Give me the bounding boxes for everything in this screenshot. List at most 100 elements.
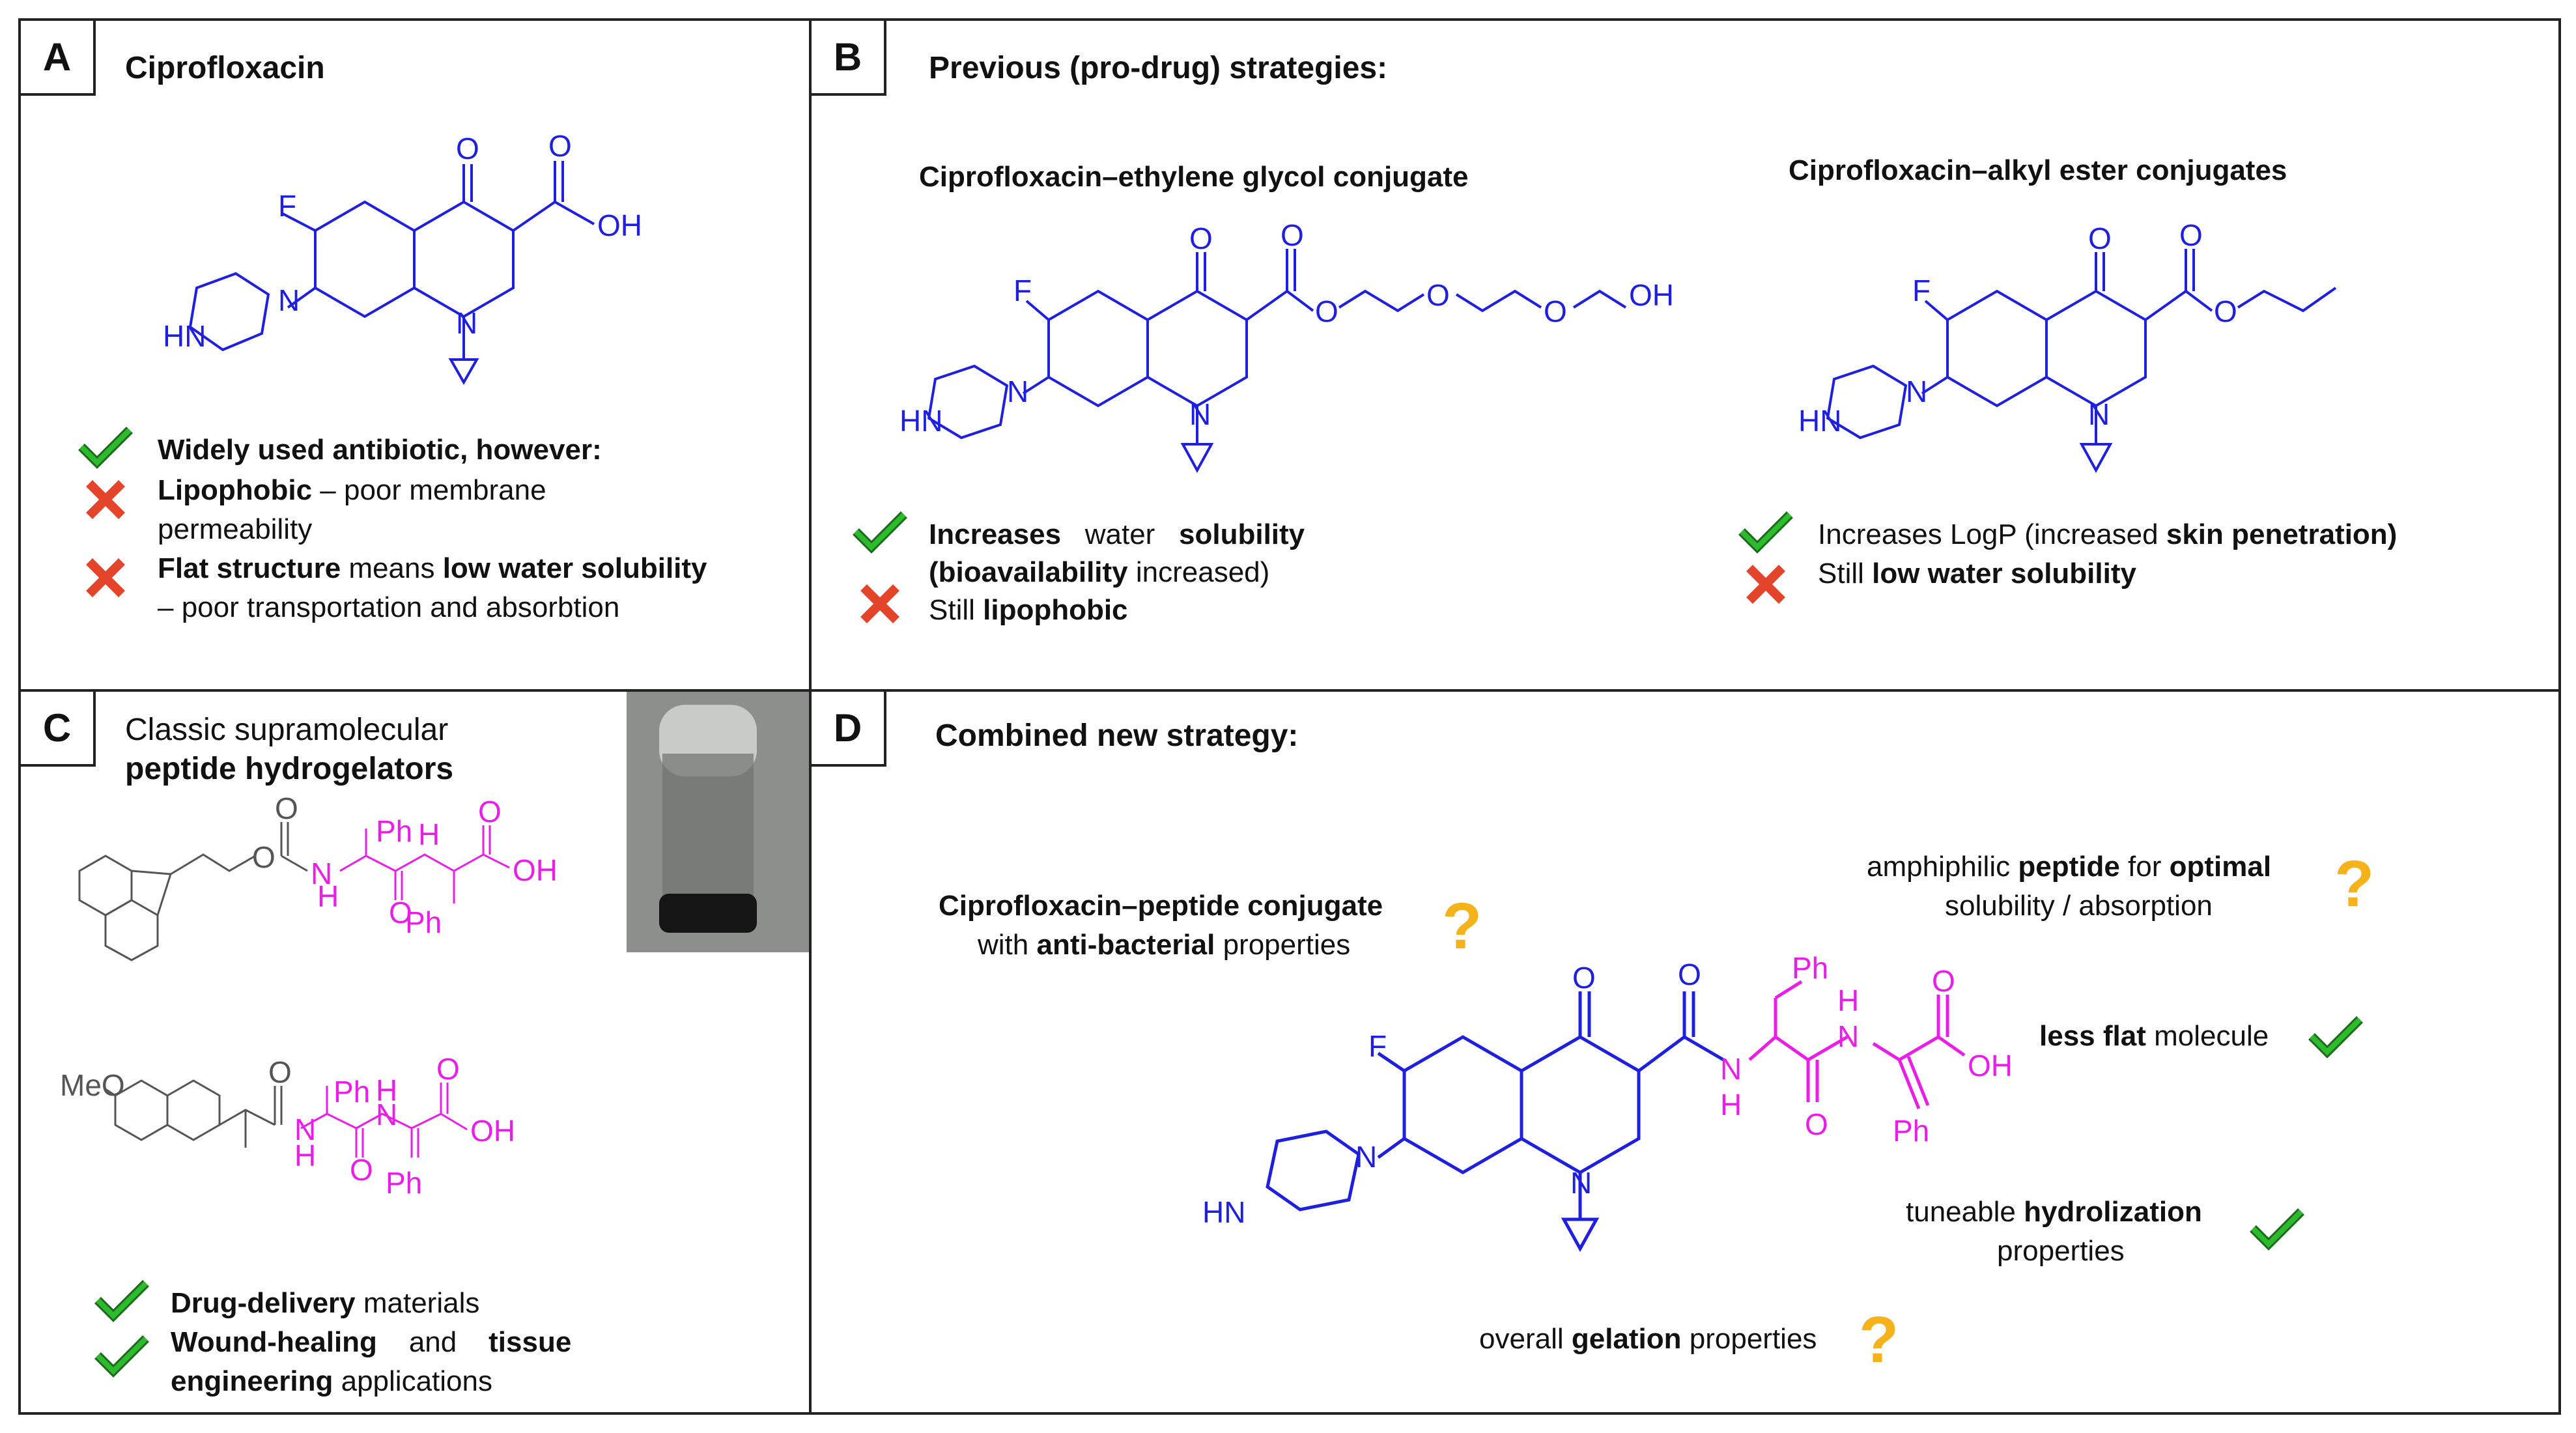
text: hydrolization [2024,1196,2202,1228]
panel-b-letter: B [812,21,886,96]
c-line-2: Wound-healing and tissue [171,1324,571,1361]
atom-hn: HN [1798,404,1841,438]
text: properties [1681,1323,1817,1355]
a-line-4: Flat structure means low water solubilit… [158,550,707,588]
text: tuneable [1906,1196,2024,1228]
text: anti-bacterial [1036,929,1215,961]
c-title-1: Classic supramolecular [125,713,449,747]
atom-o: O [456,132,479,165]
a-line-3: permeability [158,511,312,548]
atom-o: O [2088,221,2112,255]
atom-o: O [1315,294,1338,328]
atom-ph: Ph [376,814,412,848]
atom-oh: OH [1968,1049,2013,1083]
text: gelation [1571,1323,1682,1355]
panel-b: B Previous (pro-drug) strategies: Ciprof… [809,18,2561,694]
cipro-peptide-conjugate-structure: O O F N N HN N H H N O O OH Ph Ph [1202,951,2013,1253]
atom-n: N [311,857,332,890]
atom-hn: HN [1202,1195,1245,1229]
atom-o: O [275,791,298,825]
atom-o: O [1805,1107,1828,1141]
b-left-line-1: Increases water solubility [929,516,1305,554]
text: low water solubility [1872,558,2136,589]
text: optimal [2169,851,2272,883]
text: (bioavailability [929,556,1128,588]
ciprofloxacin-structure: O O OH F N N HN [163,129,642,386]
atom-n: N [376,1098,397,1131]
d-amph-line-2: solubility / absorption [1945,887,2213,925]
c-line-3: engineering applications [171,1363,492,1400]
text: Flat structure [158,552,341,584]
panel-a-title: Ciprofloxacin [125,51,325,85]
a-line-1: Widely used antibiotic, however: [158,431,602,469]
c-line-1: Drug-delivery materials [171,1284,479,1322]
atom-o: O [1544,294,1567,328]
text: permeability [158,513,313,545]
atom-n-pip: N [278,283,300,317]
atom-o: O [252,840,276,874]
atom-n: N [294,1113,316,1146]
d-conj-line-1: Ciprofloxacin–peptide conjugate [939,887,1383,925]
question-icon: ? [2334,847,2375,920]
text: with [978,929,1037,961]
text: materials [355,1287,480,1319]
d-conj-line-2: with anti-bacterial properties [978,926,1350,964]
atom-o: O [2179,218,2203,252]
fmoc-ff-structure: O O N H H O O OH Ph Ph [60,791,558,1200]
check-icon [94,1335,149,1378]
hydrogel-vial-photo [627,692,814,952]
atom-ph: Ph [405,905,442,939]
atom-o: O [1932,964,1955,998]
panel-c: C Classic supramolecular peptide hydroge… [18,689,814,1415]
text: Wound-healing [171,1326,377,1358]
a-line-5: – poor transportation and absorbtion [158,589,619,627]
d-tune-line-1: tuneable hydrolization [1906,1193,2202,1231]
atom-ph: Ph [386,1166,422,1200]
atom-f: F [278,189,296,223]
atom-oh: OH [597,208,642,242]
text: tissue [488,1326,572,1358]
text: water [1061,518,1180,550]
text: increased) [1127,556,1270,588]
d-tune-line-2: properties [1997,1232,2125,1270]
atom-n: N [1720,1052,1742,1086]
text: skin penetration) [2166,518,2398,550]
atom-h: H [317,879,339,913]
c-title-2: peptide hydrogelators [125,752,454,786]
panel-c-letter: C [21,692,96,767]
mol-a-atoms: O O OH F N N HN [163,129,642,353]
text: and [376,1326,489,1358]
b-left-line-3: Still lipophobic [929,591,1128,629]
text: less flat [2039,1020,2146,1052]
atom-o: O [1678,958,1701,991]
eg-conjugate-structure: O O O O O OH F N N HN O O [899,218,2337,474]
atom-ph: Ph [333,1075,370,1109]
text: solubility [1179,518,1305,550]
d-amph-line-1: amphiphilic peptide for optimal [1867,848,2271,886]
atom-n: N [1570,1166,1592,1200]
atom-oh: OH [470,1114,515,1148]
text: low water solubility [442,552,707,584]
atom-h: H [1837,984,1859,1017]
text: – poor transportation and absorbtion [158,591,620,623]
text: for [2119,851,2170,883]
text: – poor membrane [312,474,546,506]
alkyl-ester-structure [1826,249,2337,474]
text: solubility / absorption [1945,890,2213,922]
text: means [341,552,443,584]
panel-d-letter: D [812,692,886,767]
atom-meo: MeO [60,1068,125,1102]
text: engineering [171,1365,333,1397]
atom-hn: HN [899,404,942,438]
check-icon [2250,1208,2304,1251]
atom-o: O [1189,221,1213,255]
atom-o2: O [548,129,572,163]
atom-ph: Ph [1893,1114,1929,1148]
atom-o: O [389,896,412,929]
panel-a-letter: A [21,21,96,96]
b-right-subtitle: Ciprofloxacin–alkyl ester conjugates [1789,154,2287,186]
atom-o: O [2214,294,2237,328]
panel-d: D Combined new strategy: O [809,689,2561,1415]
text: properties [1215,929,1351,961]
check-icon [1738,511,1793,554]
